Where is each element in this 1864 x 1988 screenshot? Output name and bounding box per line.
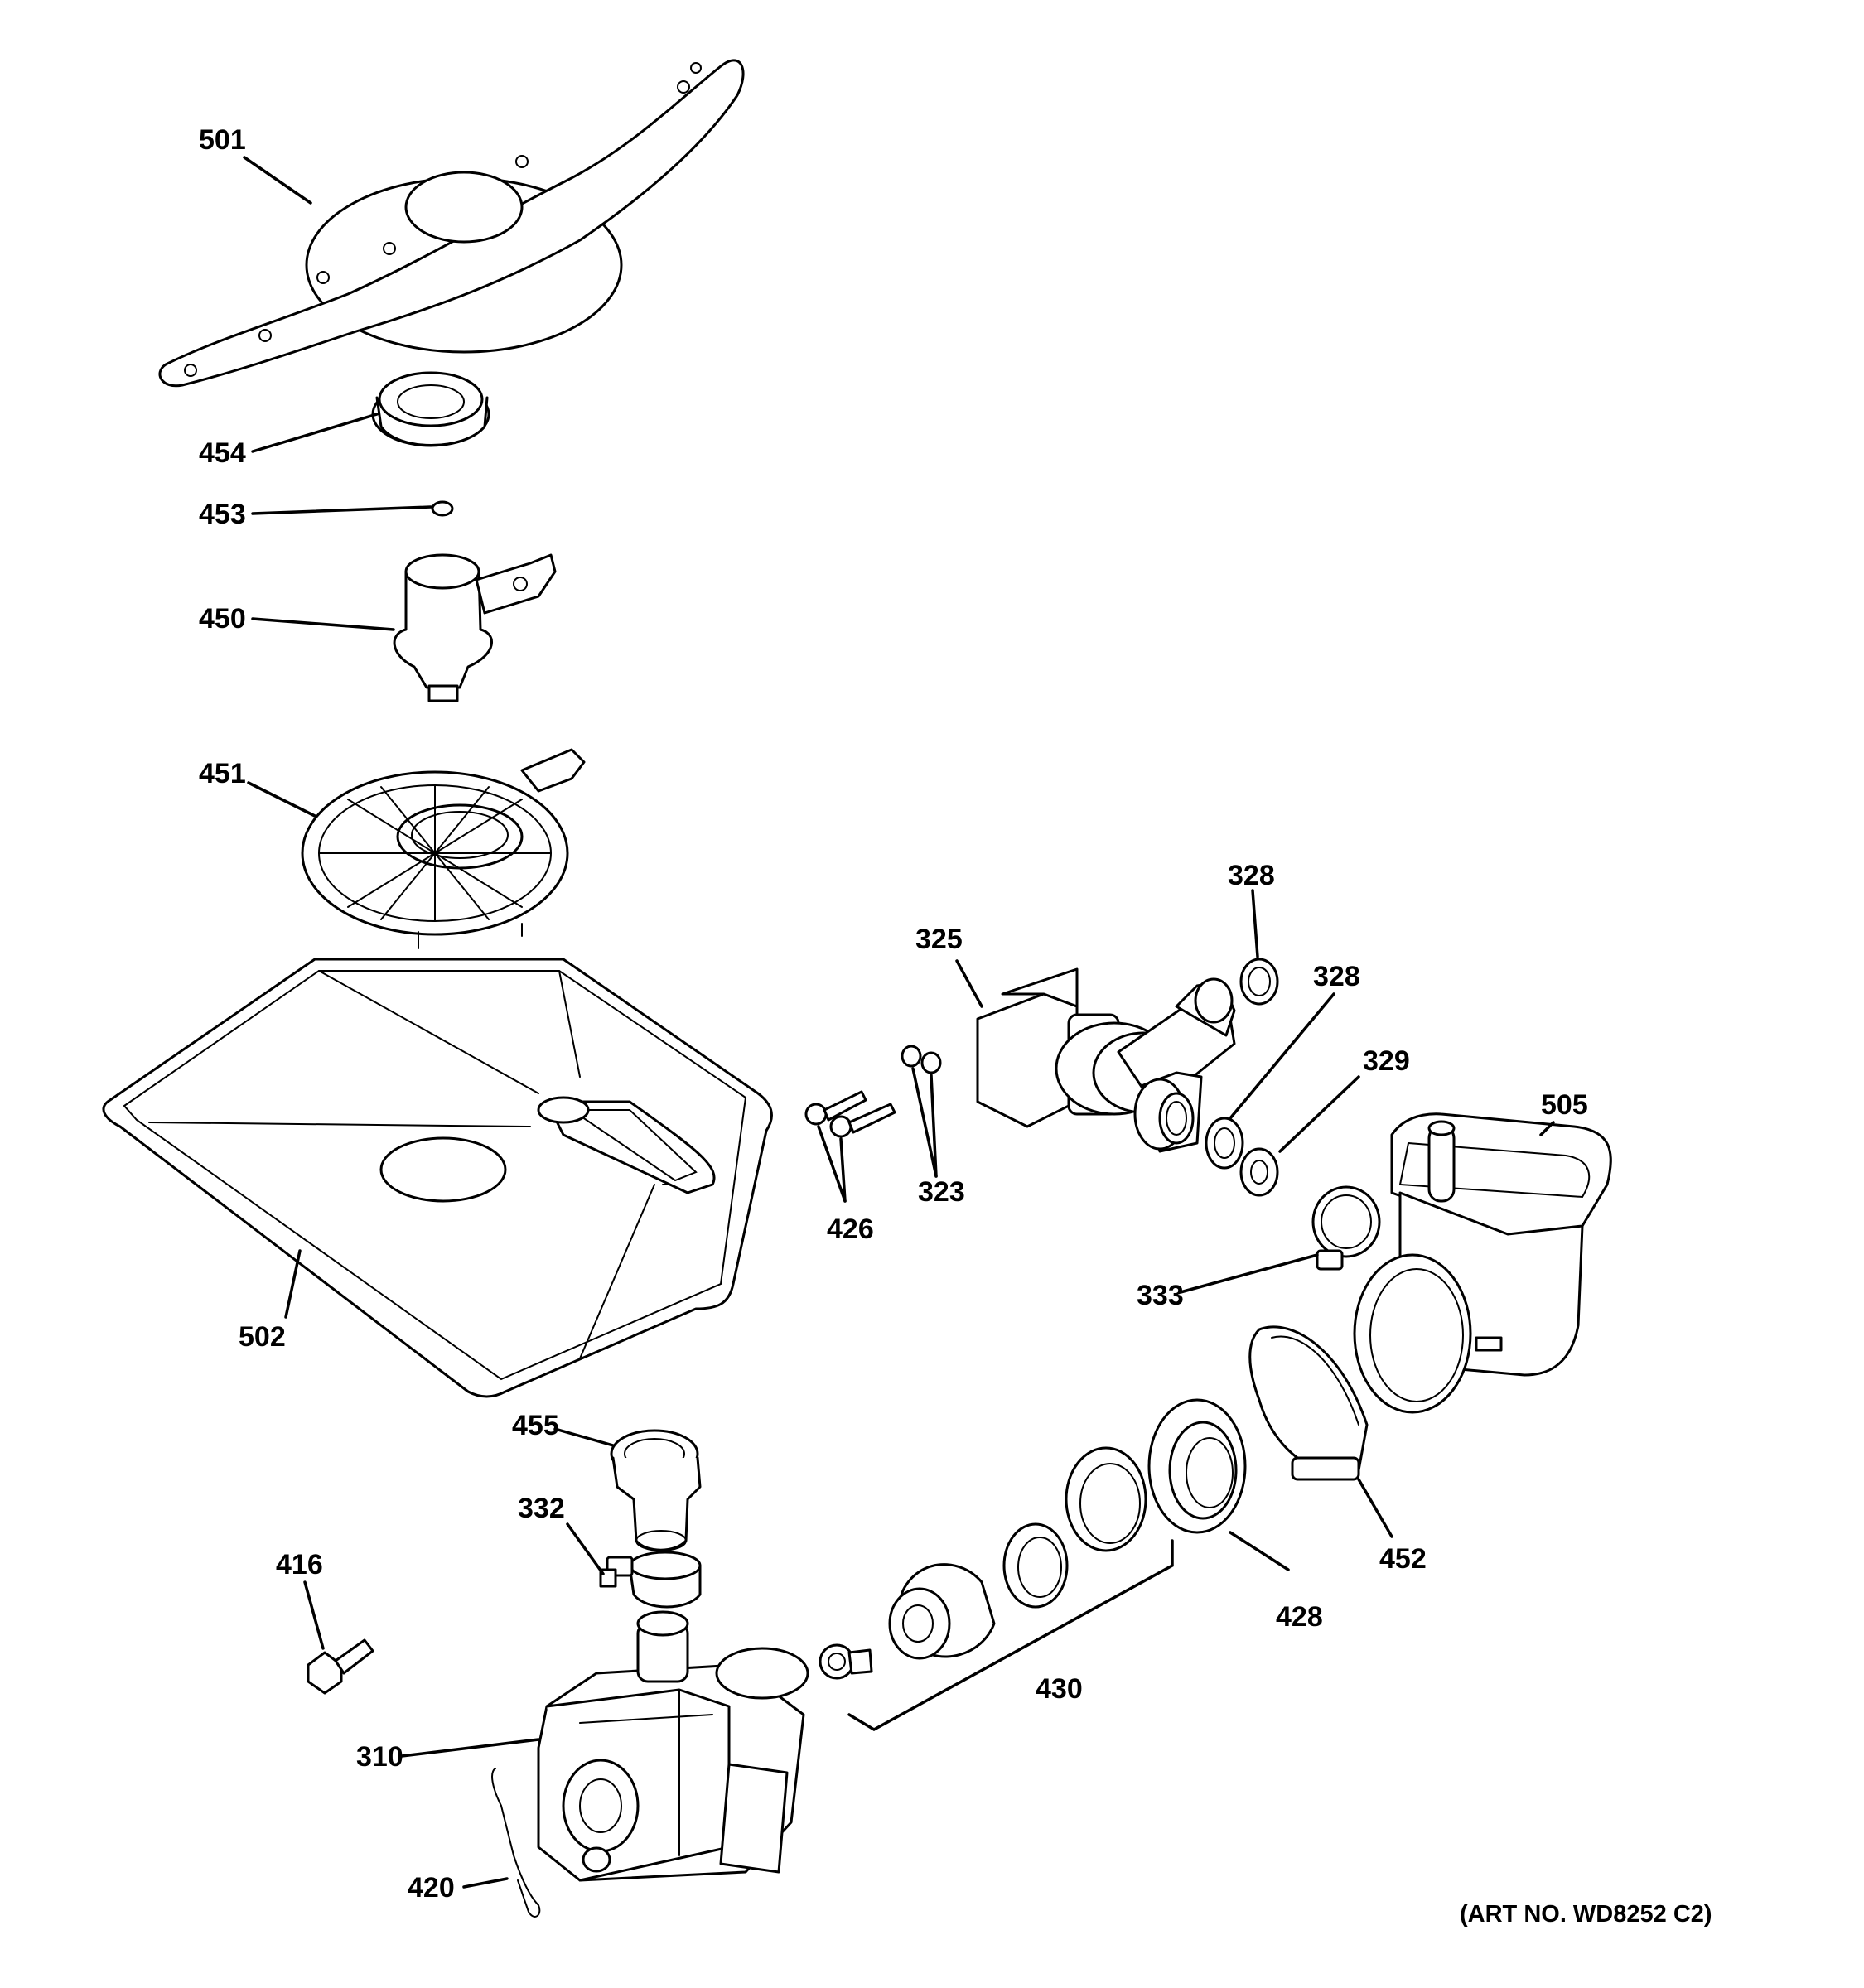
leader-452 [1357,1478,1393,1538]
leader-505 [1539,1121,1555,1136]
bolt-part[interactable] [307,1638,374,1695]
filter-cover-part[interactable] [301,748,586,949]
leader-416 [303,1580,325,1650]
hose-clamp-part[interactable] [1311,1185,1381,1271]
drain-pump-part[interactable] [976,967,1236,1153]
leader-332 [566,1522,605,1575]
leader-420 [462,1877,509,1889]
coupling-part[interactable] [371,371,490,447]
leader-328a [1251,889,1259,958]
leader-502 [284,1249,302,1319]
pump-seal-part[interactable] [1147,1398,1247,1534]
callout-416: 416 [276,1549,323,1580]
leader-501 [243,156,312,205]
leader-426b [839,1137,847,1203]
large-clamp-part[interactable] [1248,1325,1369,1481]
leader-453 [251,505,432,515]
leader-451 [247,781,316,818]
leader-328b [1229,992,1335,1120]
callout-428: 428 [1276,1601,1323,1633]
leader-310 [400,1738,540,1758]
motor-pump-assembly-part[interactable] [537,1610,809,1882]
callout-451: 451 [199,758,246,789]
leader-325 [955,959,983,1008]
art-number: (ART NO. WD8252 C2) [1460,1901,1712,1928]
leader-454 [251,413,379,453]
callout-430-bracket [847,1539,1174,1732]
callout-329: 329 [1363,1045,1410,1077]
callout-505: 505 [1541,1089,1588,1121]
wire-clip-part[interactable] [491,1768,541,1918]
callout-323: 323 [918,1176,965,1208]
callout-328a: 328 [1228,860,1275,891]
callout-430: 430 [1036,1673,1083,1705]
leader-323b [930,1074,938,1178]
callout-333: 333 [1137,1280,1184,1311]
screw-part[interactable] [804,1090,896,1138]
callout-452: 452 [1379,1543,1427,1575]
impeller-assembly-part[interactable] [819,1446,1147,1680]
callout-502: 502 [239,1321,286,1353]
leader-428 [1229,1531,1290,1571]
sump-tray-part[interactable] [102,958,774,1398]
callout-325: 325 [915,924,963,955]
clamp-part[interactable] [599,1551,702,1609]
seal-ring-part[interactable] [1239,958,1279,1006]
callout-332: 332 [518,1493,565,1524]
grommet-part[interactable] [901,1045,942,1074]
callout-454: 454 [199,437,246,469]
leader-323a [911,1067,938,1178]
leader-455 [553,1427,615,1447]
sump-housing-part[interactable] [1353,1112,1612,1414]
spray-arm-part[interactable] [158,59,745,388]
callout-501: 501 [199,124,246,156]
seal-ring-part[interactable] [1205,1117,1244,1170]
o-ring-part[interactable] [431,500,454,517]
callout-455: 455 [512,1410,559,1441]
callout-453: 453 [199,499,246,530]
adapter-part[interactable] [610,1429,702,1551]
leader-426a [817,1125,847,1203]
callout-450: 450 [199,603,246,635]
leader-329 [1278,1075,1360,1153]
leader-333 [1179,1253,1319,1294]
spray-tower-part[interactable] [393,553,557,702]
callout-328b: 328 [1313,961,1360,992]
check-valve-part[interactable] [1239,1147,1279,1197]
callout-420: 420 [408,1872,455,1904]
callout-310: 310 [356,1741,403,1773]
callout-426: 426 [827,1214,874,1245]
leader-450 [251,617,395,631]
